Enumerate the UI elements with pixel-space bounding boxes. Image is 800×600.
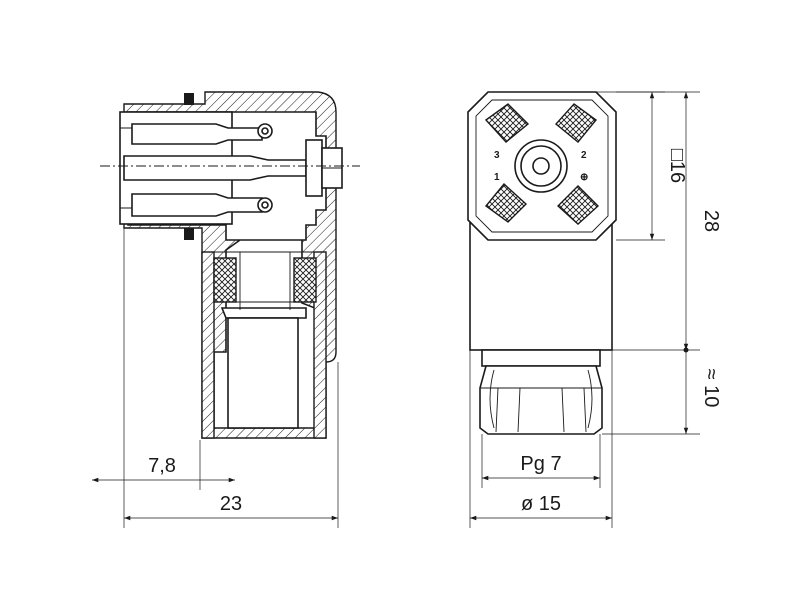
dim-label-28: 28 bbox=[700, 210, 722, 232]
front-dimensions: □16 28 ≈ 10 Pg 7 ø 15 bbox=[469, 91, 722, 528]
seal-left bbox=[213, 257, 237, 303]
side-dimensions: 7,8 23 bbox=[92, 228, 339, 528]
dim-label-10: ≈ 10 bbox=[700, 369, 722, 408]
contact-block-1 bbox=[484, 182, 528, 223]
upper-contact bbox=[131, 123, 263, 145]
dim-label-square-16: □16 bbox=[666, 149, 688, 183]
barrel-wall-left bbox=[201, 251, 215, 439]
clip-lower bbox=[184, 228, 194, 240]
lower-contact bbox=[131, 193, 263, 217]
pin-label-1: 1 bbox=[494, 172, 500, 183]
dim-label-23: 23 bbox=[220, 493, 242, 515]
earth-symbol: ⊕ bbox=[580, 172, 588, 183]
dim-label-dia-15: ø 15 bbox=[521, 493, 561, 515]
seal-right bbox=[293, 257, 317, 303]
contact-block-2 bbox=[554, 103, 598, 143]
pin-label-3: 3 bbox=[494, 150, 500, 161]
clip-upper bbox=[184, 93, 194, 105]
contact-block-3 bbox=[484, 103, 530, 143]
dim-label-7-8: 7,8 bbox=[148, 455, 176, 477]
contact-block-earth bbox=[556, 185, 600, 225]
barrel-wall-right bbox=[313, 251, 327, 439]
pressure-screw bbox=[220, 307, 307, 319]
gland-nut bbox=[479, 365, 603, 435]
side-section-view bbox=[100, 91, 360, 439]
gland-collar bbox=[481, 349, 601, 367]
center-pin bbox=[123, 155, 307, 181]
dim-label-pg7: Pg 7 bbox=[520, 453, 561, 475]
screw-head bbox=[305, 139, 323, 197]
front-view: 3 2 1 ⊕ bbox=[467, 91, 617, 435]
cable-channel bbox=[227, 317, 299, 429]
pin-label-2: 2 bbox=[581, 150, 587, 161]
